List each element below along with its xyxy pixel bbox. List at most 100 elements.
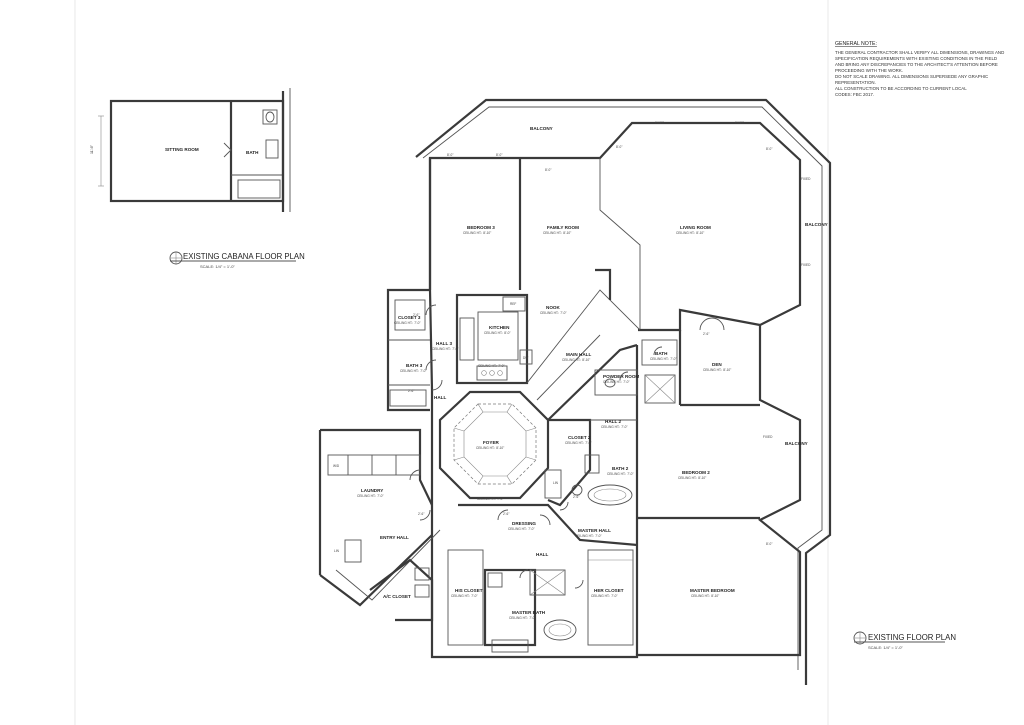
main-floor-plan (318, 98, 832, 685)
kitchen-ceiling: CEILING HT.: 8'-0" (484, 331, 511, 335)
her-closet-ceiling: CEILING HT.: 7'-0" (591, 594, 618, 598)
hall3-label: HALL 3 (436, 341, 452, 346)
master-hall-label: MASTER HALL (578, 528, 611, 533)
her-closet-label: HER CLOSET (594, 588, 624, 593)
closet2-ceiling: CEILING HT.: 7'-0" (565, 441, 592, 445)
bath3-ceiling: CEILING HT.: 7'-0" (400, 369, 427, 373)
floor-plan-title-block: EXISTING FLOOR PLAN SCALE: 1/4" = 1'-0" (853, 631, 956, 650)
door-tag: 8'-0" (766, 147, 772, 151)
window-tag: FIXED (801, 263, 811, 267)
main-hall-label: MAIN HALL (566, 352, 591, 357)
wd-label: W/D (333, 464, 340, 468)
his-closet-ceiling: CEILING HT.: 7'-0" (451, 594, 478, 598)
lin1-label: LIN (334, 549, 340, 553)
master-bath-label: MASTER BATH (512, 610, 546, 615)
bedroom3-ceiling: CEILING HT.: 8'-10" (463, 231, 491, 235)
window-tag: FIXED (763, 435, 773, 439)
sheet-edges (74, 0, 829, 725)
sitting-room-label: SITTING ROOM (165, 147, 199, 152)
family-room-label: FAMILY ROOM (547, 225, 579, 230)
bath3-label: BATH 3 (406, 363, 423, 368)
note-line: PROCEEDING WITH THE WORK. (835, 68, 903, 73)
den-ceiling: CEILING HT.: 8'-10" (703, 368, 731, 372)
family-room-ceiling: CEILING HT.: 8'-10" (543, 231, 571, 235)
nook-label: NOOK (546, 305, 560, 310)
hall2-ceiling: CEILING HT.: 7'-0" (601, 425, 628, 429)
general-note-block: GENERAL NOTE: THE GENERAL CONTRACTOR SHA… (835, 41, 1004, 97)
door-tag: 8'-0" (496, 153, 502, 157)
window-tag: FIXED (735, 121, 745, 125)
door-tag: 8'-0" (447, 153, 453, 157)
note-line: REPRESENTATION. (835, 80, 876, 85)
dressing-ceiling: CEILING HT.: 7'-0" (508, 527, 535, 531)
door-tag: 8'-0" (766, 542, 772, 546)
general-note-title: GENERAL NOTE: (835, 41, 877, 47)
lin2-label: LIN (553, 481, 559, 485)
bath2-ceiling: CEILING HT.: 7'-0" (607, 472, 634, 476)
bedroom2-ceiling: CEILING HT.: 8'-10" (678, 476, 706, 480)
powder-room-ceiling: CEILING HT.: 7'-0" (603, 380, 630, 384)
hall2-label: HALL 2 (605, 419, 621, 424)
hall-left-label: HALL (434, 395, 446, 400)
living-room-label: LIVING ROOM (680, 225, 711, 230)
door-tag: 2'-6" (413, 313, 419, 317)
closet3-label: CLOSET 3 (398, 315, 421, 320)
window-tag: FIXED (801, 177, 811, 181)
floor-plan-scale: SCALE: 1/4" = 1'-0" (868, 645, 903, 650)
cabana-plan-scale: SCALE: 1/4" = 1'-0" (200, 264, 235, 269)
closet3-ceiling: CEILING HT.: 7'-0" (394, 321, 421, 325)
door-tag: 8'-0" (616, 145, 622, 149)
hall-mid-label: HALL (536, 552, 548, 557)
his-closet-label: HIS CLOSET (455, 588, 483, 593)
master-bath-ceiling: CEILING HT.: 7'-0" (509, 616, 536, 620)
balcony-right1-label: BALCONY (805, 222, 828, 227)
balcony-top-label: BALCONY (530, 126, 553, 131)
floor-plan-title: EXISTING FLOOR PLAN (868, 633, 956, 642)
note-line: DO NOT SCALE DRAWING. ALL DIMENSIONS SUP… (835, 74, 988, 79)
foyer-label: FOYER (483, 440, 500, 445)
master-bedroom-label: MASTER BEDROOM (690, 588, 735, 593)
powder-room-label: POWDER ROOM (603, 374, 639, 379)
foyer-lower-ceiling: CEILING HT.: 7'-0" (477, 497, 504, 501)
kitchen-lower-ceiling: CEILING HT.: 7'-0" (478, 364, 505, 368)
room-labels: BALCONY BALCONY BALCONY BEDROOM 3 CEILIN… (333, 126, 828, 620)
cabana-floor-plan: 11'-6" SITTING ROOM BATH (90, 88, 291, 212)
foyer-ceiling: CEILING HT.: 8'-10" (476, 446, 504, 450)
den-bath-ceiling: CEILING HT.: 7'-0" (650, 357, 677, 361)
cabana-bath-label: BATH (246, 150, 259, 155)
door-tag: 2'-6" (503, 512, 509, 516)
den-bath-label: BATH (655, 351, 668, 356)
ac-closet-label: A/C CLOSET (383, 594, 411, 599)
living-room-ceiling: CEILING HT.: 8'-10" (676, 231, 704, 235)
dw-label: DW (523, 356, 528, 360)
master-bedroom-ceiling: CEILING HT.: 8'-10" (691, 594, 719, 598)
ref-label: REF (510, 302, 516, 306)
note-line: AND BRING ANY DISCREPANCIES TO THE ARCHI… (835, 62, 998, 67)
main-hall-ceiling: CEILING HT.: 8'-10" (562, 358, 590, 362)
laundry-label: LAUNDRY (361, 488, 383, 493)
dressing-label: DRESSING (512, 521, 536, 526)
den-label: DEN (712, 362, 722, 367)
note-line: ALL CONSTRUCTION TO BE ACCORDING TO CURR… (835, 86, 967, 91)
door-window-tags: 8'-0" 8'-0" 8'-0" 8'-0" 8'-0" 8'-0" FIXE… (408, 121, 811, 546)
laundry-ceiling: CEILING HT.: 7'-0" (357, 494, 384, 498)
door-tag: 2'-6" (573, 495, 579, 499)
kitchen-label: KITCHEN (489, 325, 510, 330)
cabana-plan-title: EXISTING CABANA FLOOR PLAN (183, 252, 305, 261)
entry-hall-label: ENTRY HALL (380, 535, 409, 540)
window-tag: FIXED (655, 121, 665, 125)
door-tag: 2'-6" (703, 332, 709, 336)
door-tag: 8'-0" (545, 168, 551, 172)
door-tag: 2'-6" (418, 512, 424, 516)
master-hall-ceiling: CEILING HT.: 7'-0" (575, 534, 602, 538)
note-line: SPECIFICATION REQUIREMENTS WITH EXISTING… (835, 56, 997, 61)
bedroom2-label: BEDROOM 2 (682, 470, 710, 475)
note-line: THE GENERAL CONTRACTOR SHALL VERIFY ALL … (835, 50, 1004, 55)
closet2-label: CLOSET 2 (568, 435, 591, 440)
cabana-plan-title-block: EXISTING CABANA FLOOR PLAN SCALE: 1/4" =… (169, 251, 305, 269)
bath2-label: BATH 2 (612, 466, 629, 471)
note-line: CODES: FBC 2017. (835, 92, 874, 97)
cabana-dimension: 11'-6" (90, 144, 94, 154)
bedroom3-label: BEDROOM 3 (467, 225, 495, 230)
